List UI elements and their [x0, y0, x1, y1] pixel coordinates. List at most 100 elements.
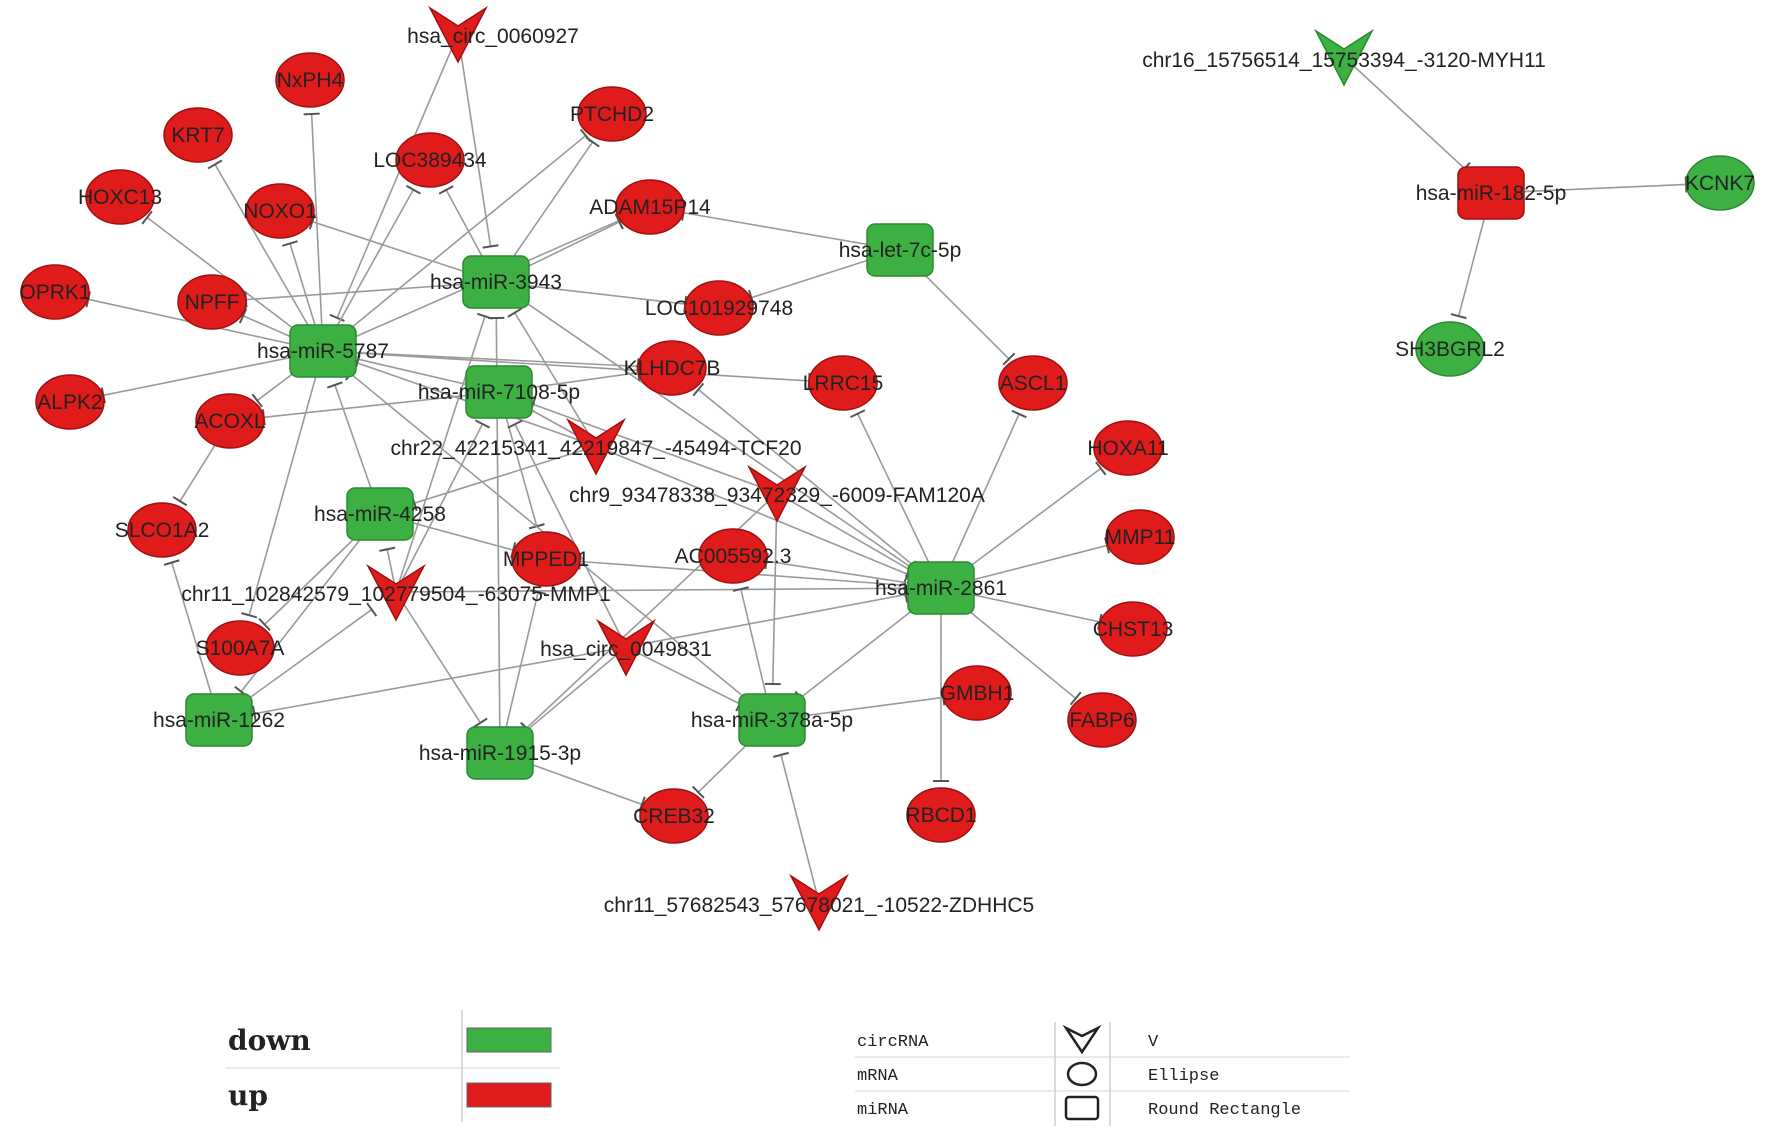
node-miR182[interactable]: hsa-miR-182-5p	[1416, 166, 1567, 220]
node-label: hsa-miR-1262	[153, 709, 285, 732]
node-ACOXL[interactable]: ACOXL	[194, 393, 266, 449]
node-LRRC15[interactable]: LRRC15	[803, 355, 884, 411]
node-AC005[interactable]: AC005592.3	[675, 528, 792, 584]
node-label: KLHDC7B	[624, 357, 721, 380]
edge-inhibition-bar	[773, 751, 789, 758]
node-label: LOC101929748	[645, 297, 793, 320]
edge-miR3943-miR2861	[495, 281, 912, 569]
node-NKPD4[interactable]: NxPH4	[275, 52, 345, 108]
node-label: NOXO1	[243, 200, 317, 223]
node-KLHDC7B[interactable]: KLHDC7B	[624, 340, 721, 396]
node-NOX01[interactable]: NOXO1	[243, 183, 317, 239]
node-SLC6A2[interactable]: SLCO1A2	[115, 502, 210, 558]
edge-inhibition-bar	[903, 586, 909, 603]
edge-inhibition-bar	[238, 308, 248, 324]
node-circ_049831[interactable]: hsa_circ_0049831	[540, 618, 712, 677]
node-MPPED1[interactable]: MPPED1	[503, 531, 589, 587]
node-label: hsa-miR-2861	[875, 577, 1007, 600]
node-GMBH1[interactable]: GMBH1	[940, 665, 1015, 721]
node-CHST13[interactable]: CHST13	[1093, 601, 1174, 657]
node-FABP6[interactable]: FABP6	[1067, 692, 1137, 748]
round-rectangle-icon	[465, 365, 533, 419]
legend-label-down: down	[228, 1024, 311, 1057]
round-rectangle-icon	[346, 487, 414, 541]
node-CREB3[interactable]: CREB32	[633, 788, 715, 844]
ellipse-icon	[275, 52, 345, 108]
node-miR5787[interactable]: hsa-miR-5787	[257, 324, 389, 378]
node-label: hsa-miR-1915-3p	[419, 742, 581, 765]
edge-circ_049831-miR378a	[625, 646, 741, 705]
edge-layer	[85, 33, 1688, 903]
edge-inhibition-bar	[207, 159, 223, 170]
edge-inhibition-bar	[172, 496, 188, 507]
node-circ_MMP1[interactable]: chr11_102842579_102779504_-63075-MMP1	[181, 563, 611, 622]
node-KCNK7[interactable]: KCNK7	[1685, 155, 1755, 211]
edge-inhibition-bar	[1095, 461, 1107, 476]
edge-inhibition-bar	[473, 717, 488, 728]
legend-swatch-down	[466, 1027, 552, 1053]
node-label: MMP11	[1105, 526, 1176, 549]
ellipse-icon	[637, 340, 707, 396]
node-RBCD1[interactable]: RBCD1	[905, 787, 977, 843]
edge-circ_MMP1-miR3943	[395, 316, 486, 593]
edge-inhibition-bar	[1011, 409, 1027, 419]
v-icon	[366, 563, 426, 622]
node-label: hsa-miR-3943	[430, 271, 562, 294]
node-LOC389434[interactable]: LOC389434	[373, 132, 487, 188]
node-KRT7[interactable]: KRT7	[163, 107, 233, 163]
edge-miR2861-MPPED1	[579, 560, 942, 589]
edge-inhibition-bar	[379, 546, 396, 552]
node-PTCHD2[interactable]: PTCHD2	[570, 86, 654, 142]
node-label: NPFF	[185, 291, 240, 314]
ellipse-icon	[1093, 420, 1163, 476]
node-circ_ZDHHC5[interactable]: chr11_57682543_57678021_-10522-ZDHHC5	[604, 873, 1034, 932]
node-miR378a[interactable]: hsa-miR-378a-5p	[691, 693, 853, 747]
node-label: hsa_circ_0060927	[407, 25, 579, 48]
node-MMP11[interactable]: MMP11	[1105, 509, 1176, 565]
node-miR1262[interactable]: hsa-miR-1262	[153, 693, 285, 747]
edge-inhibition-bar	[327, 381, 343, 389]
node-label: CREB32	[633, 805, 715, 828]
node-ALPK2[interactable]: ALPK2	[35, 374, 105, 430]
node-LOC101929748[interactable]: LOC101929748	[645, 280, 793, 336]
node-circ_TCF20[interactable]: chr22_42215341_42219847_-45494-TCF20	[391, 417, 802, 476]
node-miR3943[interactable]: hsa-miR-3943	[430, 255, 562, 309]
node-let7c[interactable]: hsa-let-7c-5p	[839, 223, 962, 277]
node-miR7108[interactable]: hsa-miR-7108-5p	[418, 365, 580, 419]
edge-circ_060927-miR3943	[457, 33, 492, 247]
node-label: GMBH1	[940, 682, 1015, 705]
edge-circ_MMP1-miR1915	[395, 591, 482, 724]
node-NPFF[interactable]: NPFF	[177, 274, 247, 330]
edge-circ_MMP1-miR2861	[395, 587, 906, 593]
node-OPRK1[interactable]: OPRK1	[19, 264, 91, 320]
edge-miR2861-KLHDC7B	[697, 388, 942, 589]
node-label: OPRK1	[19, 281, 90, 304]
v-icon	[1314, 28, 1374, 87]
round-rectangle-icon	[1457, 166, 1525, 220]
node-circ_060927[interactable]: hsa_circ_0060927	[407, 5, 579, 64]
node-miR4258[interactable]: hsa-miR-4258	[314, 487, 446, 541]
node-circ_MYH11[interactable]: chr16_15756514_15753394_-3120-MYH11	[1142, 28, 1546, 87]
node-HOXC13[interactable]: HOXC13	[78, 169, 162, 225]
edge-inhibition-bar	[438, 185, 454, 195]
ellipse-icon	[1098, 601, 1168, 657]
node-circ_FAM120A[interactable]: chr9_93478338_93472329_-6009-FAM120A	[569, 464, 985, 523]
v-icon	[789, 873, 849, 932]
node-S100A7A[interactable]: S100A7A	[196, 620, 285, 676]
node-ADAM15P14[interactable]: ADAM15P14	[589, 179, 711, 235]
v-icon	[747, 464, 807, 523]
node-SH3BGRL2[interactable]: SH3BGRL2	[1395, 321, 1505, 377]
ellipse-icon	[942, 665, 1012, 721]
node-label: RBCD1	[905, 804, 976, 827]
node-miR1915[interactable]: hsa-miR-1915-3p	[419, 726, 581, 780]
legend-type-circRNA: circRNA	[857, 1033, 929, 1052]
node-label: chr16_15756514_15753394_-3120-MYH11	[1142, 49, 1546, 72]
node-miR2861[interactable]: hsa-miR-2861	[875, 561, 1007, 615]
node-HOXA11[interactable]: HOXA11	[1087, 420, 1169, 476]
v-icon	[566, 417, 626, 476]
ellipse-icon	[1067, 692, 1137, 748]
round-rectangle-icon	[907, 561, 975, 615]
edge-circ_TCF20-miR4258	[414, 445, 597, 504]
legend-type-mRNA: mRNA	[857, 1067, 899, 1086]
node-ASCL1[interactable]: ASCL1	[998, 355, 1068, 411]
